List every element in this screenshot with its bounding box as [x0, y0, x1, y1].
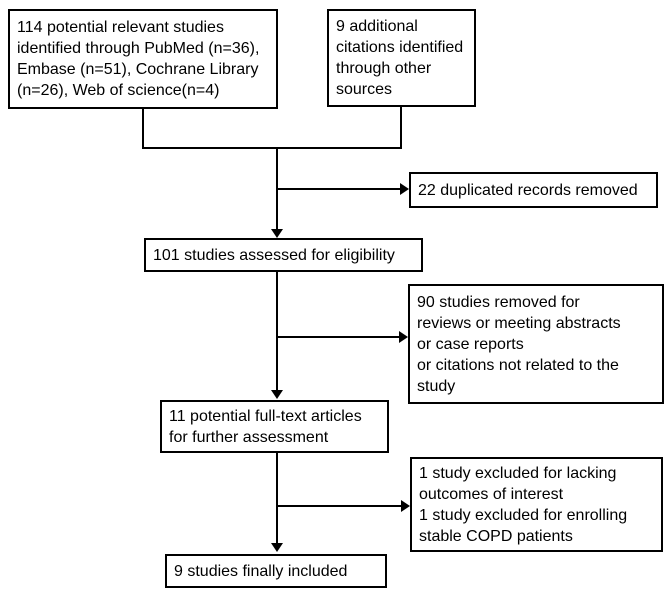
- arrowhead-right-excluded-icon: [401, 500, 410, 512]
- connector-merge-line: [142, 147, 402, 149]
- box-finally-included: 9 studies finally included: [165, 554, 387, 588]
- box-studies-removed: 90 studies removed for reviews or meetin…: [408, 284, 664, 404]
- arrowhead-down-eligibility-icon: [271, 229, 283, 238]
- connector-from-identified: [142, 108, 144, 149]
- connector-eligibility-to-fulltext: [276, 272, 278, 392]
- box-duplicates-removed: 22 duplicated records removed: [409, 172, 658, 208]
- box-fulltext-assessment: 11 potential full-text articles for furt…: [160, 400, 389, 453]
- connector-from-additional: [400, 106, 402, 149]
- arrowhead-right-removed90-icon: [399, 331, 408, 343]
- arrowhead-down-included-icon: [271, 543, 283, 552]
- connector-branch-excluded: [277, 505, 401, 507]
- box-assessed-eligibility: 101 studies assessed for eligibility: [144, 238, 423, 272]
- box-studies-excluded: 1 study excluded for lacking outcomes of…: [410, 457, 663, 552]
- connector-branch-duplicates: [277, 188, 400, 190]
- arrowhead-right-duplicates-icon: [400, 183, 409, 195]
- connector-branch-removed90: [277, 336, 399, 338]
- arrowhead-down-fulltext-icon: [271, 390, 283, 399]
- box-identified-studies: 114 potential relevant studies identifie…: [8, 9, 278, 109]
- box-additional-citations: 9 additional citations identified throug…: [327, 9, 476, 107]
- connector-fulltext-to-included: [276, 453, 278, 545]
